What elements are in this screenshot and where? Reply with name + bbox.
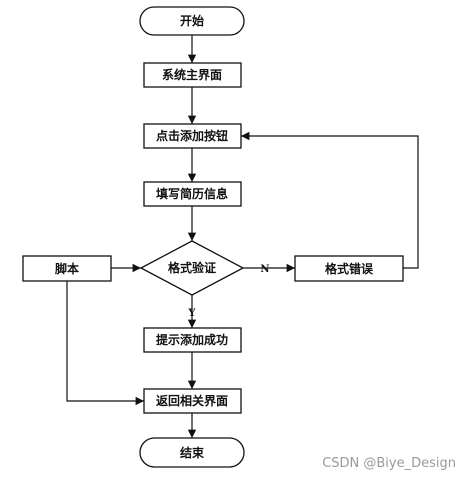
add-success-label: 提示添加成功 [156,332,228,347]
validate-decision: 格式验证 [139,240,245,296]
edge-label-no: N [260,264,269,275]
end-label: 结束 [180,445,205,460]
click-add-node: 点击添加按钮 [143,123,242,149]
add-success-node: 提示添加成功 [143,327,242,353]
click-add-label: 点击添加按钮 [156,128,228,143]
edge-error-loop-to-click [241,131,419,269]
watermark: CSDN @Biye_Design [322,456,456,471]
main-ui-label: 系统主界面 [162,67,222,82]
validate-label: 格式验证 [168,260,216,275]
script-node: 脚本 [22,255,112,282]
fill-resume-label: 填写简历信息 [156,186,228,201]
end-node: 结束 [139,437,245,468]
start-label: 开始 [180,13,204,28]
fill-resume-node: 填写简历信息 [143,181,242,207]
script-label: 脚本 [55,261,79,276]
edge-script-to-return [66,281,144,406]
start-node: 开始 [139,6,245,36]
edge-label-yes: Y [187,308,196,319]
format-error-node: 格式错误 [294,255,404,282]
return-ui-label: 返回相关界面 [156,393,228,408]
return-ui-node: 返回相关界面 [143,388,242,414]
format-error-label: 格式错误 [325,261,374,276]
main-ui-node: 系统主界面 [143,62,242,88]
